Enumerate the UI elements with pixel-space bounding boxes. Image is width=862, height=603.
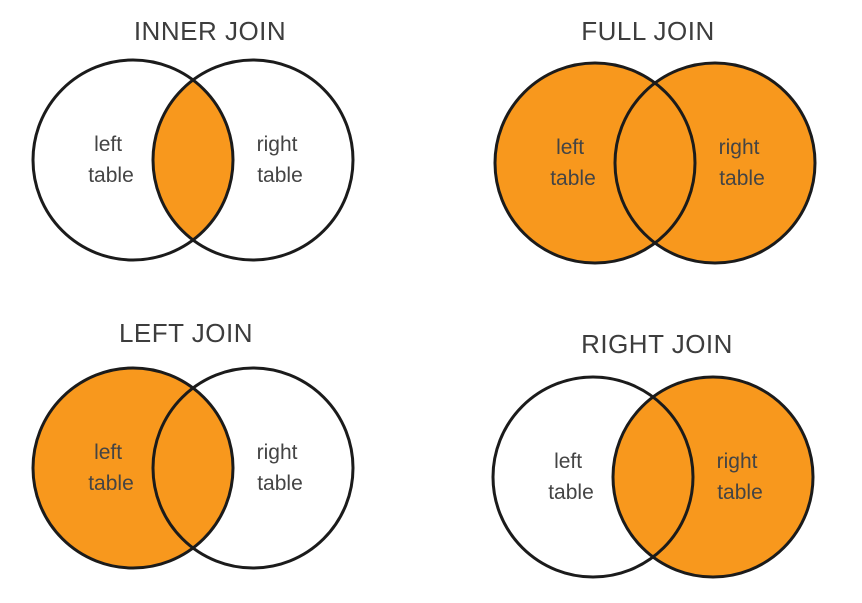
left-circle-label: left table [88,441,134,495]
intersection-fill [613,377,693,577]
full-join-title: FULL JOIN [581,16,715,46]
inner-join-venn-diagram: left table right table [31,58,355,262]
right-circle-label: right table [717,450,764,504]
right-circle-outline [611,375,815,579]
left-join-title: LEFT JOIN [118,318,254,348]
left-join-venn-diagram: left table right table [31,366,355,570]
left-circle-outline [493,61,697,265]
intersection-fill [153,368,233,568]
left-circle-label: left table [550,136,596,190]
right-circle-outline [151,58,355,262]
right-circle-label: right table [719,136,766,190]
intersection-fill [153,60,233,260]
right-join-venn-diagram: left table right table [491,375,815,579]
right-circle-label: right table [257,441,304,495]
left-circle-outline [31,58,235,262]
left-circle-label: left table [548,450,594,504]
left-circle-label: left table [88,133,134,187]
full-join-venn-diagram: left table right table [493,61,817,265]
left-circle-outline [491,375,695,579]
right-circle-label: right table [257,133,304,187]
right-circle-outline [151,366,355,570]
intersection-fill [615,63,695,263]
right-join-title: RIGHT JOIN [581,329,733,359]
inner-join-title: INNER JOIN [133,16,287,46]
right-circle-outline [613,61,817,265]
left-circle-outline [31,366,235,570]
